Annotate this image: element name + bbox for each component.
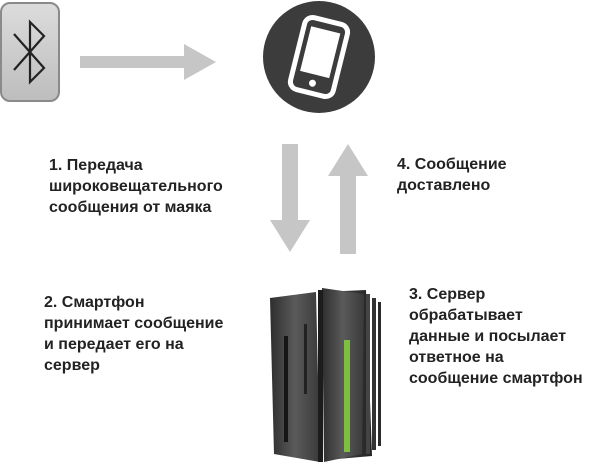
arrow-phone-to-server [270, 144, 310, 252]
step-1-label: 1. Передача широковещательного сообщения… [49, 155, 223, 218]
step-1-line-1: 1. Передача [49, 157, 143, 174]
step-2-line-2: принимает сообщение [44, 315, 224, 332]
step-3-line-2: обрабатывает [409, 307, 523, 324]
arrow-server-to-phone [328, 144, 368, 254]
step-4-label: 4. Сообщение доставлено [397, 154, 507, 196]
step-1-line-2: широковещательного [49, 178, 223, 195]
step-2-label: 2. Смартфон принимает сообщение и переда… [44, 292, 223, 376]
step-4-line-2: доставлено [397, 177, 491, 194]
server-rack-icon [270, 288, 381, 462]
step-2-line-3: и передает его на [44, 336, 184, 353]
smartphone-icon [263, 1, 375, 113]
step-3-line-4: ответное на [409, 349, 504, 366]
arrow-to-phone [80, 44, 216, 80]
step-3-line-1: 3. Сервер [409, 286, 486, 303]
step-3-label: 3. Сервер обрабатывает данные и посылает… [409, 284, 583, 389]
step-1-line-3: сообщения от маяка [49, 199, 212, 216]
step-3-line-3: данные и посылает [409, 328, 567, 345]
step-4-line-1: 4. Сообщение [397, 156, 507, 173]
step-2-line-4: сервер [44, 357, 100, 374]
bluetooth-icon [0, 2, 60, 102]
step-2-line-1: 2. Смартфон [44, 294, 145, 311]
step-3-line-5: сообщение смартфон [409, 370, 583, 387]
